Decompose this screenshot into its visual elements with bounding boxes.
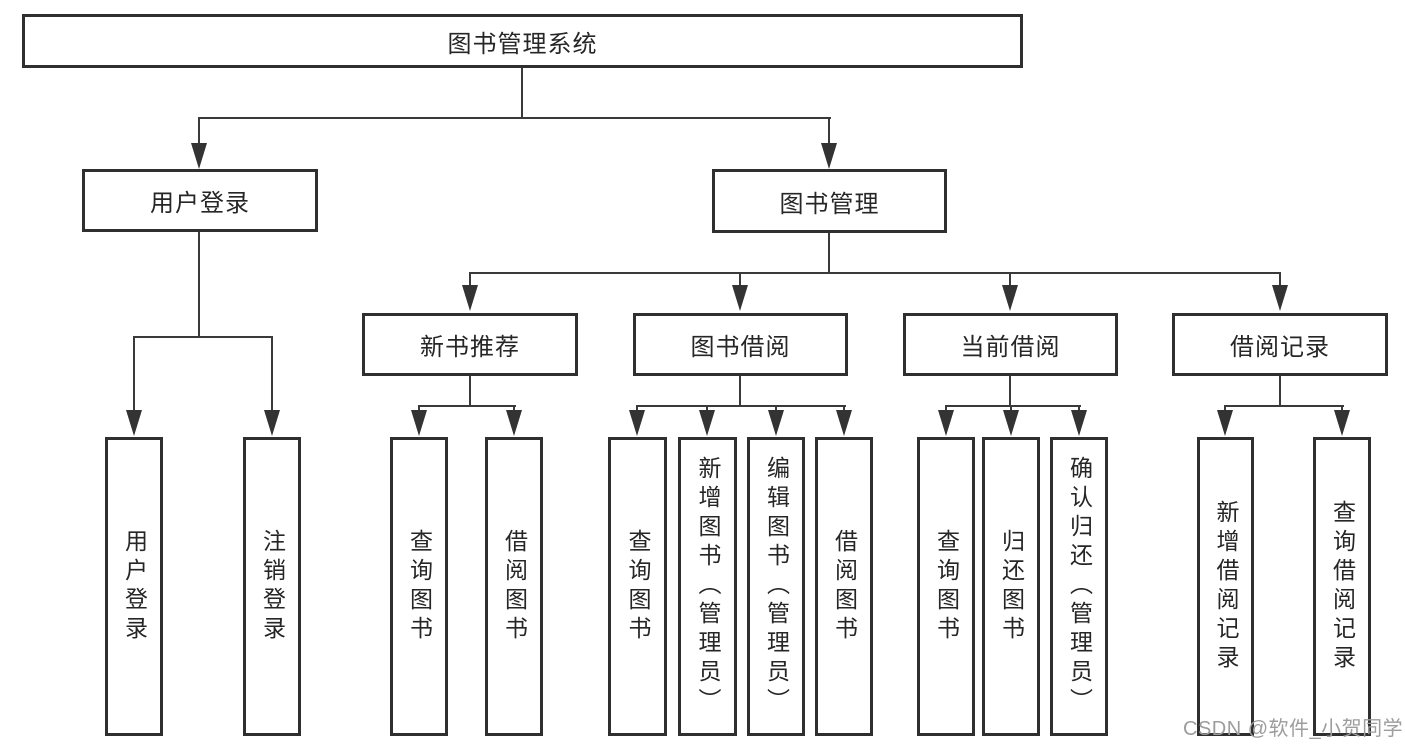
arrowhead-to-leaf-return-books xyxy=(1003,410,1019,436)
node-box-root: 图书管理系统 xyxy=(22,14,1023,68)
connector-current-borrowing-branch xyxy=(945,405,1081,407)
node-box-borrowing-records: 借阅记录 xyxy=(1172,313,1388,376)
connector-to-leaf-user-login xyxy=(133,336,135,412)
connector-level3-branch xyxy=(469,272,1281,274)
leaf-box-add-borrow-record: 新增借阅记录 xyxy=(1197,437,1254,736)
node-box-current-borrowing: 当前借阅 xyxy=(903,313,1118,376)
leaf-box-borrow-books-b: 借阅图书 xyxy=(815,437,873,736)
node-box-new-book-recommend: 新书推荐 xyxy=(362,313,578,376)
arrowhead-to-leaf-confirm-return xyxy=(1071,410,1087,436)
connector-to-leaf-add-books xyxy=(706,405,708,413)
connector-new-book-recommend-branch xyxy=(418,405,516,407)
connector-to-leaf-query-books-a xyxy=(418,405,420,413)
connector-to-current-borrowing xyxy=(1009,272,1011,286)
connector-to-leaf-logout xyxy=(271,336,273,412)
connector-to-leaf-confirm-return xyxy=(1078,405,1080,413)
node-box-user-login: 用户登录 xyxy=(82,169,318,232)
arrowhead-to-leaf-edit-books xyxy=(768,410,784,436)
leaf-box-edit-books-admin: 编辑图书（管理员） xyxy=(747,437,805,736)
node-box-book-management: 图书管理 xyxy=(712,169,947,233)
connector-to-new-book-recommend xyxy=(469,272,471,286)
arrowhead-to-leaf-borrow-books-a xyxy=(506,410,522,436)
connector-to-borrowing-records xyxy=(1279,272,1281,286)
connector-to-leaf-borrow-books-b xyxy=(843,405,845,413)
leaf-box-query-borrow-record: 查询借阅记录 xyxy=(1313,437,1371,736)
connector-book-borrowing-stem xyxy=(739,376,741,407)
connector-to-leaf-query-record xyxy=(1341,405,1343,413)
connector-to-leaf-query-books-c xyxy=(945,405,947,413)
leaf-box-borrow-books-a: 借阅图书 xyxy=(485,437,543,736)
arrowhead-to-leaf-query-books-a xyxy=(411,410,427,436)
arrowhead-to-current-borrowing xyxy=(1002,285,1018,311)
leaf-box-query-books-b: 查询图书 xyxy=(608,437,667,736)
connector-level1-branch xyxy=(198,117,831,119)
connector-to-leaf-edit-books xyxy=(775,405,777,413)
connector-to-leaf-borrow-books-a xyxy=(513,405,515,413)
arrowhead-to-book-borrowing xyxy=(732,285,748,311)
connector-book-borrowing-branch xyxy=(636,405,846,407)
node-box-book-borrowing: 图书借阅 xyxy=(633,313,848,376)
arrowhead-to-leaf-query-books-c xyxy=(938,410,954,436)
connector-to-user-login xyxy=(198,117,200,145)
arrowhead-to-book-management xyxy=(821,143,837,169)
arrowhead-to-leaf-user-login xyxy=(126,410,142,436)
arrowhead-to-leaf-add-books xyxy=(699,410,715,436)
arrowhead-to-user-login xyxy=(191,143,207,169)
connector-borrowing-records-branch xyxy=(1224,405,1344,407)
arrowhead-to-leaf-borrow-books-b xyxy=(836,410,852,436)
arrowhead-to-new-book-recommend xyxy=(462,285,478,311)
csdn-watermark: CSDN @软件_小贺同学 xyxy=(1183,718,1404,740)
leaf-box-add-books-admin: 新增图书（管理员） xyxy=(678,437,737,736)
arrowhead-to-leaf-logout xyxy=(264,410,280,436)
connector-user-login-branch xyxy=(133,336,273,338)
leaf-box-query-books-a: 查询图书 xyxy=(390,437,448,736)
connector-to-leaf-return-books xyxy=(1010,405,1012,413)
connector-to-book-borrowing xyxy=(739,272,741,286)
connector-borrowing-records-stem xyxy=(1279,376,1281,407)
leaf-box-return-books: 归还图书 xyxy=(982,437,1040,736)
connector-current-borrowing-stem xyxy=(1009,376,1011,407)
connector-to-leaf-add-record xyxy=(1224,405,1226,413)
leaf-box-query-books-c: 查询图书 xyxy=(917,437,975,736)
connector-new-book-recommend-stem xyxy=(469,376,471,407)
connector-to-leaf-query-books-b xyxy=(636,405,638,413)
arrowhead-to-leaf-query-record xyxy=(1334,410,1350,436)
connector-book-management-stem xyxy=(828,233,830,274)
arrowhead-to-leaf-query-books-b xyxy=(629,410,645,436)
leaf-box-confirm-return-admin: 确认归还（管理员） xyxy=(1050,437,1108,736)
leaf-box-logout: 注销登录 xyxy=(243,437,301,736)
connector-root-stem xyxy=(521,68,523,118)
leaf-box-user-login: 用户登录 xyxy=(105,437,163,736)
connector-user-login-stem xyxy=(198,232,200,338)
arrowhead-to-leaf-add-record xyxy=(1217,410,1233,436)
arrowhead-to-borrowing-records xyxy=(1272,285,1288,311)
connector-to-book-management xyxy=(828,117,830,145)
